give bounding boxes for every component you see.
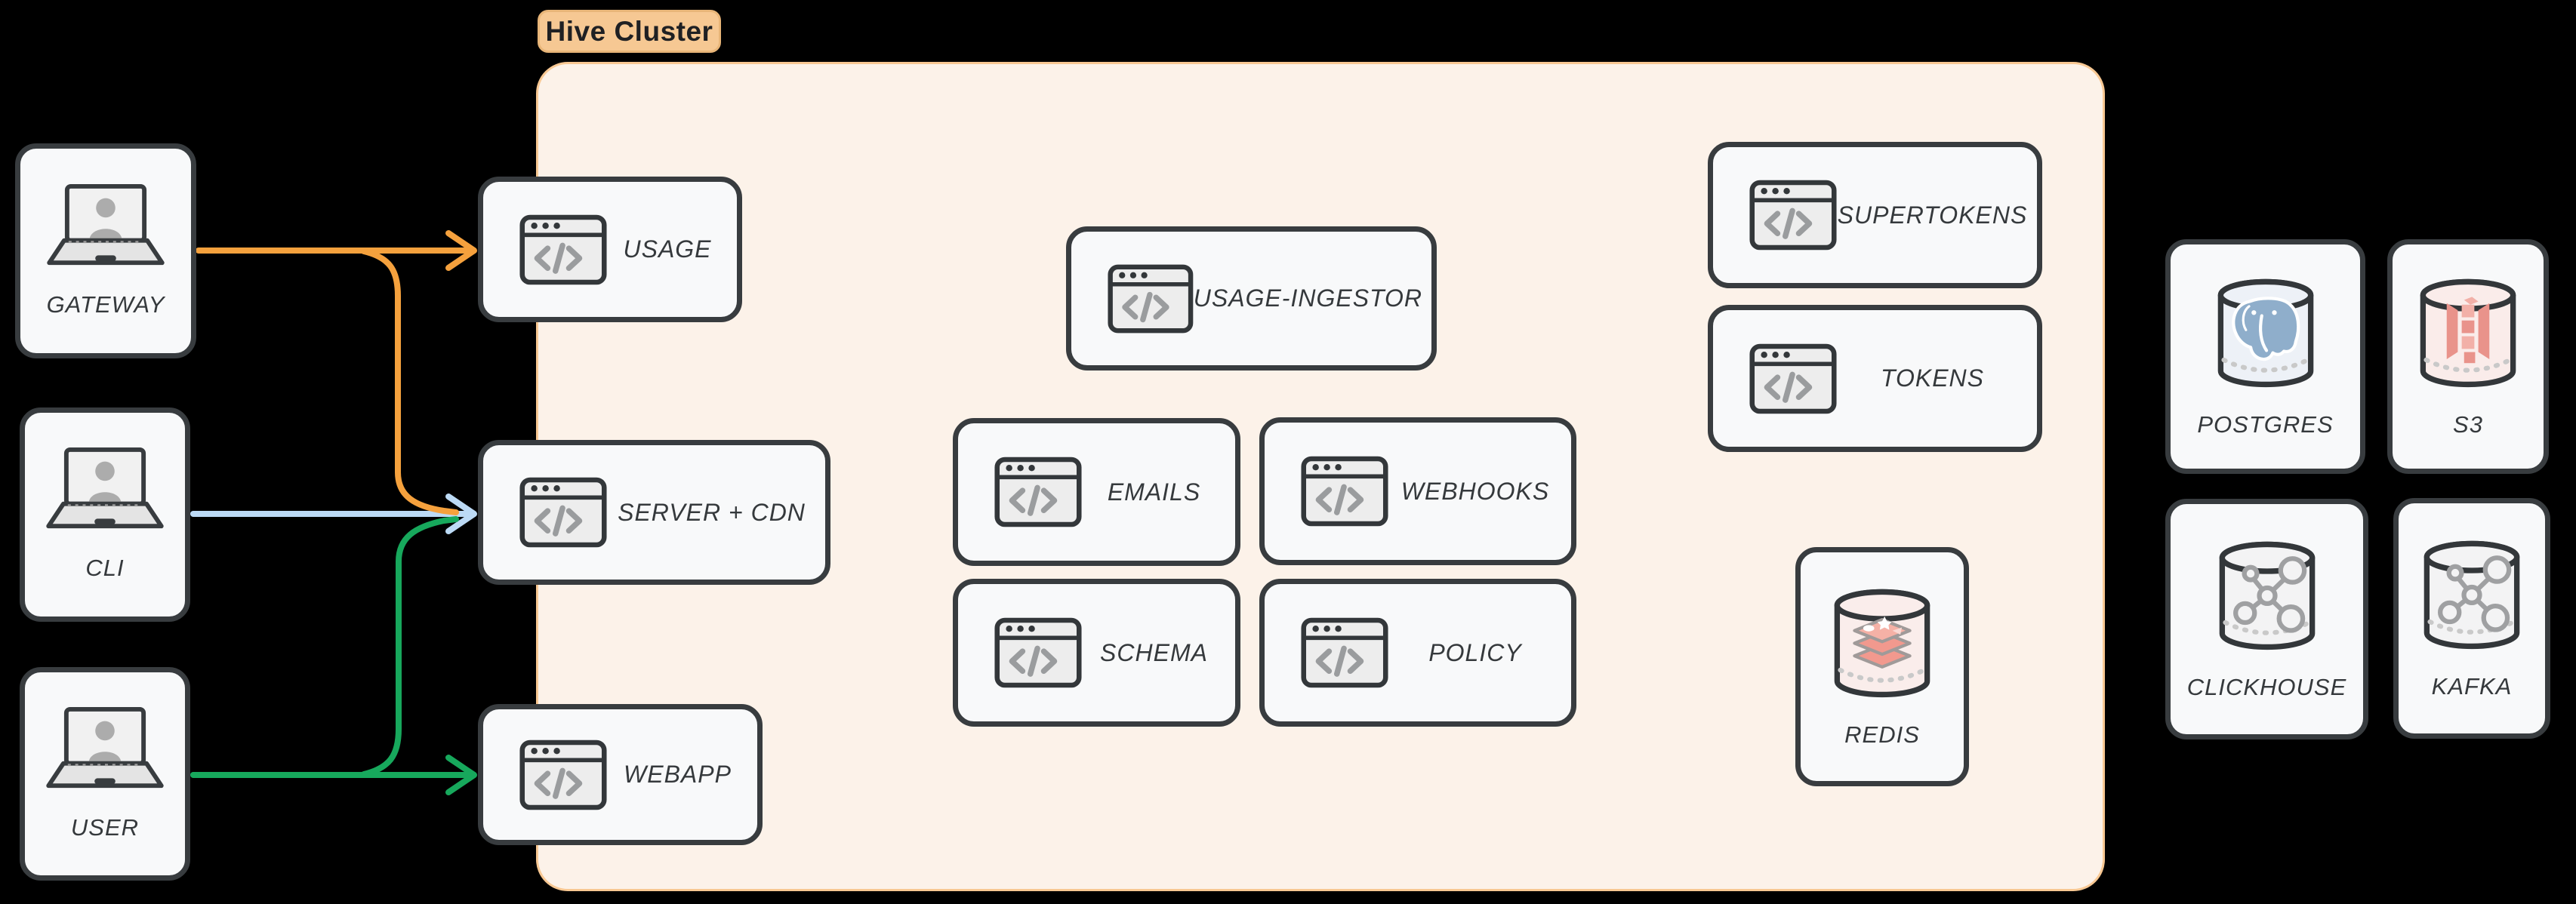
service-label: POLICY [1428, 638, 1522, 666]
code-window-icon [994, 617, 1082, 688]
service-label: USAGE-INGESTOR [1193, 284, 1422, 312]
datastore-node-clickhouse: CLICKHOUSE [2165, 499, 2368, 739]
datastore-label: POSTGRES [2197, 411, 2334, 438]
service-label: SERVER + CDN [618, 498, 806, 526]
laptop-user-icon [45, 707, 165, 796]
postgres-database-icon [2214, 275, 2317, 393]
s3-database-icon [2417, 275, 2519, 393]
datastore-label: CLICKHOUSE [2186, 674, 2347, 700]
code-window-icon [519, 739, 607, 810]
service-node-policy: POLICY [1259, 579, 1576, 727]
datastore-label: S3 [2453, 411, 2483, 438]
service-node-webhooks: WEBHOOKS [1259, 417, 1576, 565]
edge-user-webapp-arrowhead [445, 755, 477, 795]
code-window-icon [1108, 263, 1194, 334]
code-window-icon [1301, 617, 1388, 688]
datastore-node-kafka: KAFKA [2393, 498, 2550, 739]
service-label: REDIS [1844, 721, 1920, 748]
edge-cli-servercdn-arrowhead [445, 494, 477, 534]
service-node-server-cdn: SERVER + CDN [478, 440, 830, 585]
laptop-user-icon [46, 184, 165, 273]
code-window-icon [519, 214, 607, 285]
service-node-usage: USAGE [478, 177, 742, 322]
service-label: SCHEMA [1100, 638, 1208, 666]
service-node-usage-ingestor: USAGE-INGESTOR [1066, 226, 1437, 371]
service-label: WEBAPP [624, 761, 732, 788]
service-node-schema: SCHEMA [953, 579, 1240, 727]
actor-label: GATEWAY [46, 291, 165, 318]
code-window-icon [1301, 456, 1388, 527]
graph-database-icon [2216, 537, 2319, 656]
service-label: WEBHOOKS [1400, 477, 1550, 505]
service-label: TOKENS [1881, 364, 1984, 392]
datastore-node-postgres: POSTGRES [2165, 239, 2365, 474]
datastore-label: KAFKA [2431, 673, 2513, 700]
actor-node-cli: CLI [20, 407, 190, 622]
service-node-supertokens: SUPERTOKENS [1708, 142, 2042, 288]
service-node-webapp: WEBAPP [478, 704, 763, 845]
hive-cluster-label: Hive Cluster [538, 10, 721, 53]
service-node-tokens: TOKENS [1708, 305, 2042, 452]
service-node-redis: REDIS [1795, 547, 1969, 786]
edge-gateway-servercdn [361, 248, 459, 515]
datastore-node-s3: S3 [2387, 239, 2549, 474]
service-label: SUPERTOKENS [1837, 201, 2028, 229]
code-window-icon [1749, 180, 1837, 251]
redis-database-icon [1831, 585, 1934, 703]
service-node-emails: EMAILS [953, 418, 1240, 566]
edge-gateway-usage-arrowhead [445, 230, 477, 271]
code-window-icon [1749, 343, 1837, 414]
code-window-icon [519, 477, 607, 548]
service-label: EMAILS [1107, 478, 1201, 506]
actor-node-user: USER [20, 667, 190, 881]
service-label: USAGE [623, 235, 712, 263]
actor-label: USER [70, 813, 140, 841]
code-window-icon [994, 457, 1082, 527]
edge-user-servercdn [361, 516, 459, 777]
actor-label: CLI [85, 555, 125, 581]
graph-database-icon [2420, 537, 2523, 655]
laptop-user-icon [45, 447, 165, 537]
actor-node-gateway: GATEWAY [15, 143, 196, 358]
